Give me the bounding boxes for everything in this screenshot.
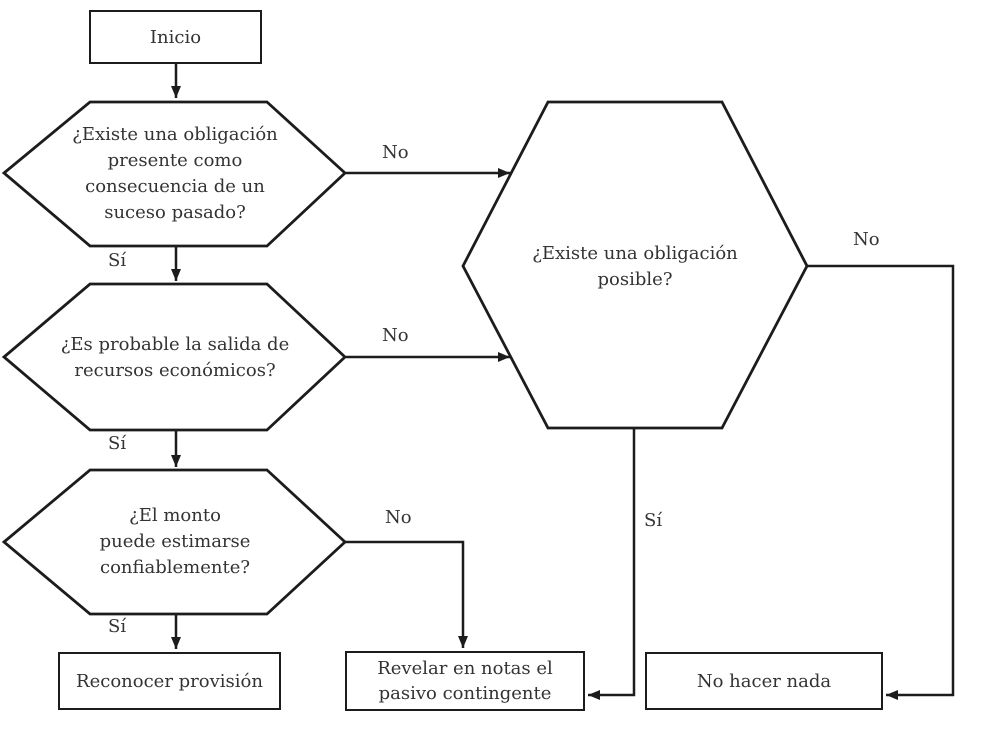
- do-nothing-label: No hacer nada: [696, 670, 832, 692]
- edge-label-yes-possible: Sí: [644, 510, 663, 531]
- edge-label-no-possible: No: [853, 229, 880, 250]
- recognize-provision-label: Reconocer provisión: [76, 670, 263, 692]
- hexagon-reliable-estimate: [1, 468, 348, 616]
- arrow-possible-yes-to-disclose: [588, 429, 636, 700]
- disclose-notes-line2: pasivo contingente: [378, 683, 552, 704]
- hexagon-probable-outflow: [1, 282, 348, 432]
- edge-label-no-probable: No: [382, 325, 409, 346]
- start-box: Inicio: [89, 10, 262, 64]
- hexagon-possible-obligation: [461, 100, 809, 430]
- edge-label-no-estimate: No: [385, 507, 412, 528]
- disclose-notes-label: Revelar en notas el pasivo contingente: [377, 656, 553, 706]
- edge-label-no-present: No: [382, 142, 409, 163]
- edge-label-yes-present: Sí: [108, 250, 127, 271]
- arrow-estimate-no-to-disclose: [345, 540, 468, 648]
- disclose-notes-line1: Revelar en notas el: [377, 658, 553, 679]
- recognize-provision-box: Reconocer provisión: [58, 652, 281, 710]
- arrow-possible-no-to-nothing: [807, 264, 955, 700]
- hexagon-present-obligation: [1, 100, 348, 248]
- edge-label-yes-estimate: Sí: [108, 616, 127, 637]
- start-label: Inicio: [149, 26, 202, 48]
- edge-label-yes-probable: Sí: [108, 433, 127, 454]
- do-nothing-box: No hacer nada: [645, 652, 883, 710]
- disclose-notes-box: Revelar en notas el pasivo contingente: [345, 651, 585, 711]
